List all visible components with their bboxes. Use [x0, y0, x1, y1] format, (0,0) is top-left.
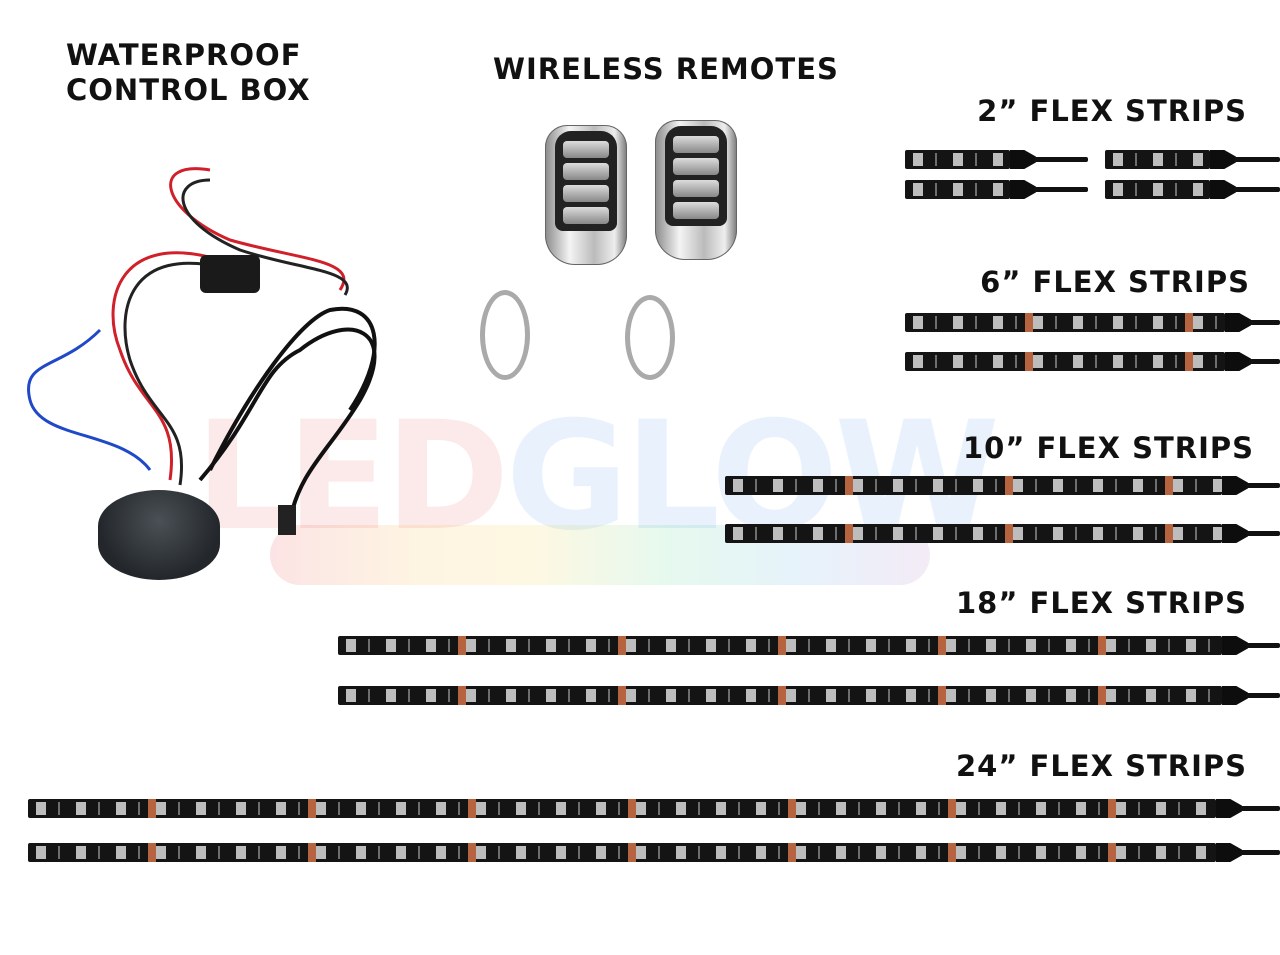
control-box-label-line1: WATERPROOF [66, 38, 302, 72]
strip-end-cap [1210, 180, 1236, 199]
strip-end-cap [1222, 524, 1248, 543]
flex-strip-2in [1105, 180, 1210, 199]
strip-cable [1249, 359, 1280, 364]
strip-cable [1246, 531, 1280, 536]
strip-cable [1246, 483, 1280, 488]
flex-strip-6in [905, 313, 1225, 332]
flex-strip-10in [725, 524, 1222, 543]
strip-end-cap [1222, 636, 1248, 655]
strip-end-cap [1210, 150, 1236, 169]
label-24in-strips: 24” FLEX STRIPS [956, 749, 1247, 783]
strip-end-cap [1010, 150, 1036, 169]
strip-cable [1234, 187, 1280, 192]
strip-end-cap [1216, 799, 1242, 818]
label-18in-strips: 18” FLEX STRIPS [956, 586, 1247, 620]
strip-end-cap [1222, 476, 1248, 495]
strip-cable [1034, 157, 1088, 162]
remote-1-clasp [480, 290, 530, 380]
flex-strip-18in [338, 636, 1222, 655]
control-box [98, 490, 220, 580]
strip-cable [1246, 693, 1280, 698]
flex-strip-2in [905, 180, 1010, 199]
flex-strip-2in [905, 150, 1010, 169]
label-6in-strips: 6” FLEX STRIPS [980, 265, 1250, 299]
flex-strip-24in [28, 799, 1216, 818]
strip-end-cap [1010, 180, 1036, 199]
label-10in-strips: 10” FLEX STRIPS [963, 431, 1254, 465]
strip-end-cap [1225, 313, 1251, 332]
strip-cable [1249, 320, 1280, 325]
flex-strip-24in [28, 843, 1216, 862]
strip-end-cap [1222, 686, 1248, 705]
strip-end-cap [1225, 352, 1251, 371]
strip-cable [1234, 157, 1280, 162]
control-box-label-line2: CONTROL BOX [66, 72, 311, 107]
strip-end-cap [1216, 843, 1242, 862]
control-box-wiring-image [27, 167, 377, 535]
flex-strip-18in [338, 686, 1222, 705]
strip-cable [1240, 806, 1280, 811]
flex-strip-2in [1105, 150, 1210, 169]
label-2in-strips: 2” FLEX STRIPS [977, 94, 1247, 128]
wireless-remote-2 [655, 120, 737, 260]
strip-cable [1034, 187, 1088, 192]
remote-2-clasp [625, 295, 675, 380]
wireless-remote-1 [545, 125, 627, 265]
flex-strip-6in [905, 352, 1225, 371]
strip-cable [1246, 643, 1280, 648]
strip-cable [1240, 850, 1280, 855]
control-box-label: WATERPROOF CONTROL BOX [66, 38, 311, 108]
flex-strip-10in [725, 476, 1222, 495]
remotes-label: WIRELESS REMOTES [493, 52, 839, 86]
